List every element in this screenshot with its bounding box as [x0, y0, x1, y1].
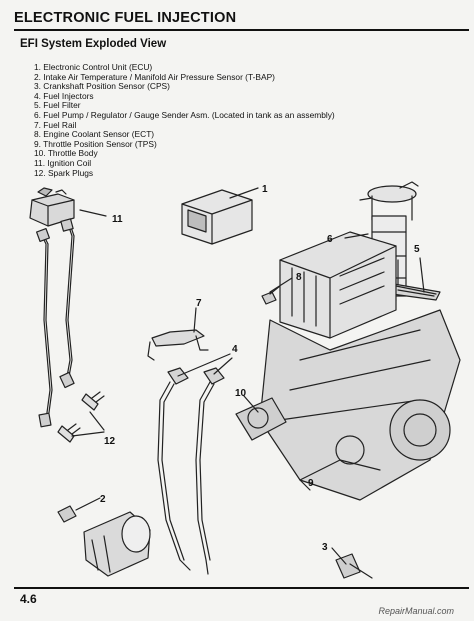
- callout-3: 3: [322, 542, 328, 553]
- callout-10: 10: [235, 388, 247, 399]
- legend-item: 5. Fuel Filter: [34, 100, 81, 111]
- fuel-injectors-illustration: [157, 367, 225, 575]
- legend-item: 2. Intake Air Temperature / Manifold Air…: [34, 71, 275, 82]
- legend-item: 12. Spark Plugs: [34, 167, 94, 178]
- legend-item: 11. Ignition Coil: [34, 157, 92, 168]
- parts-legend: 1. Electronic Control Unit (ECU) 2. Inta…: [34, 62, 335, 178]
- callout-8: 8: [296, 272, 302, 283]
- header-rule: [14, 29, 469, 31]
- ecu-illustration: [181, 189, 253, 245]
- legend-item: 8. Engine Coolant Sensor (ECT): [34, 129, 155, 140]
- legend-item: 4. Fuel Injectors: [34, 90, 94, 101]
- callout-4: 4: [232, 344, 238, 355]
- legend-item: 10. Throttle Body: [34, 148, 98, 159]
- legend-item: 1. Electronic Control Unit (ECU): [34, 62, 153, 72]
- throttle-body-illustration: [235, 397, 287, 441]
- legend-item: 9. Throttle Position Sensor (TPS): [34, 138, 157, 149]
- intake-boot-illustration: [57, 505, 151, 577]
- page-number: 4.6: [20, 592, 37, 606]
- ignition-coil-illustration: [29, 187, 75, 227]
- legend-item: 3. Crankshaft Position Sensor (CPS): [34, 81, 170, 92]
- callout-leaders: [71, 187, 425, 565]
- callout-9: 9: [308, 478, 314, 489]
- callout-5: 5: [414, 244, 420, 255]
- callout-1: 1: [262, 184, 268, 195]
- efi-exploded-diagram: 11 1 6 5 8 7 4 10 9 12 2 3: [29, 181, 461, 579]
- section-title: EFI System Exploded View: [20, 38, 167, 50]
- crank-sensor-illustration: [335, 553, 373, 579]
- callout-11: 11: [112, 214, 123, 225]
- coolant-sensor-illustration: [261, 285, 281, 305]
- watermark: RepairManual.com: [378, 606, 454, 616]
- spark-plugs-illustration: [57, 391, 105, 443]
- legend-item: 7. Fuel Rail: [34, 119, 77, 130]
- callout-2: 2: [100, 494, 106, 505]
- page-title: ELECTRONIC FUEL INJECTION: [14, 10, 237, 26]
- fuel-rail-illustration: [147, 329, 209, 361]
- legend-item: 6. Fuel Pump / Regulator / Gauge Sender …: [34, 109, 335, 120]
- footer-rule: [14, 587, 469, 589]
- callout-12: 12: [104, 436, 116, 447]
- spark-plug-wire-illustration: [35, 218, 75, 428]
- engine-illustration: [259, 231, 461, 501]
- callout-6: 6: [327, 234, 333, 245]
- callout-7: 7: [196, 298, 202, 309]
